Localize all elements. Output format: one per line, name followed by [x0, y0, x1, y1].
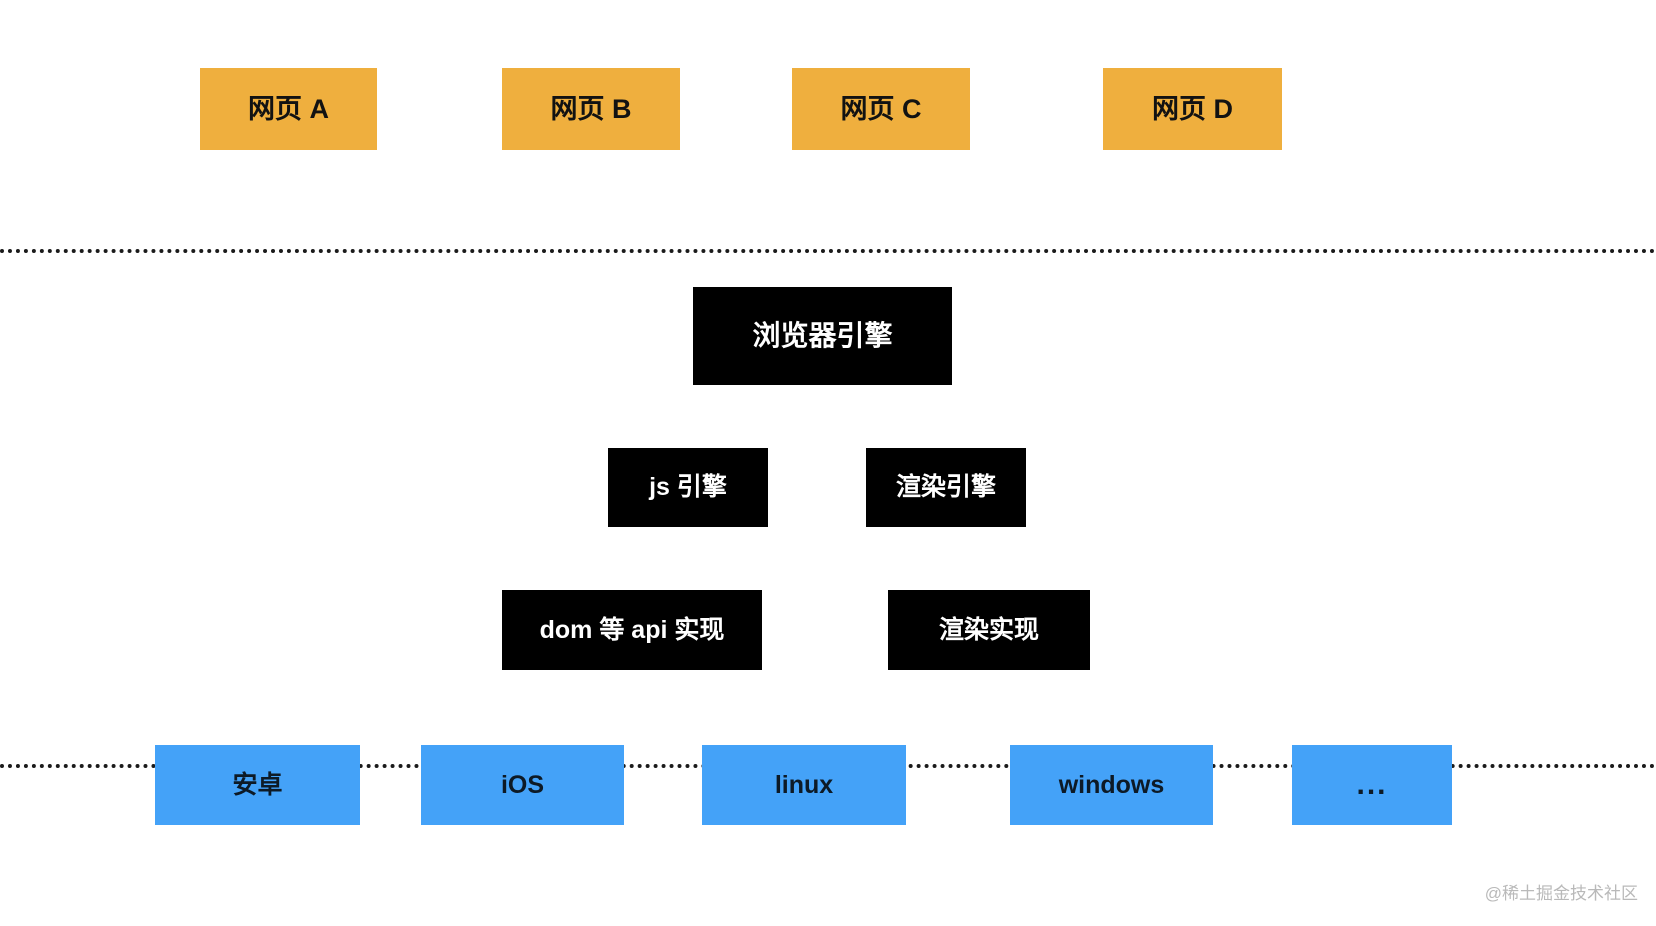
js-engine-box: js 引擎 [608, 448, 768, 527]
watermark: @稀土掘金技术社区 [1484, 884, 1638, 903]
os-box-android: 安卓 [155, 745, 360, 825]
page-box-b: 网页 B [502, 68, 680, 150]
os-box-ios: iOS [421, 745, 624, 825]
page-box-a: 网页 A [200, 68, 377, 150]
os-box-linux: linux [702, 745, 906, 825]
os-box-more: ... [1292, 745, 1452, 825]
dom-api-implementation-box: dom 等 api 实现 [502, 590, 762, 670]
page-box-c: 网页 C [792, 68, 970, 150]
render-implementation-box: 渲染实现 [888, 590, 1090, 670]
browser-engine-box: 浏览器引擎 [693, 287, 952, 385]
page-box-d: 网页 D [1103, 68, 1282, 150]
os-box-windows: windows [1010, 745, 1213, 825]
render-engine-box: 渲染引擎 [866, 448, 1026, 527]
divider-pages-engine [0, 249, 1656, 253]
